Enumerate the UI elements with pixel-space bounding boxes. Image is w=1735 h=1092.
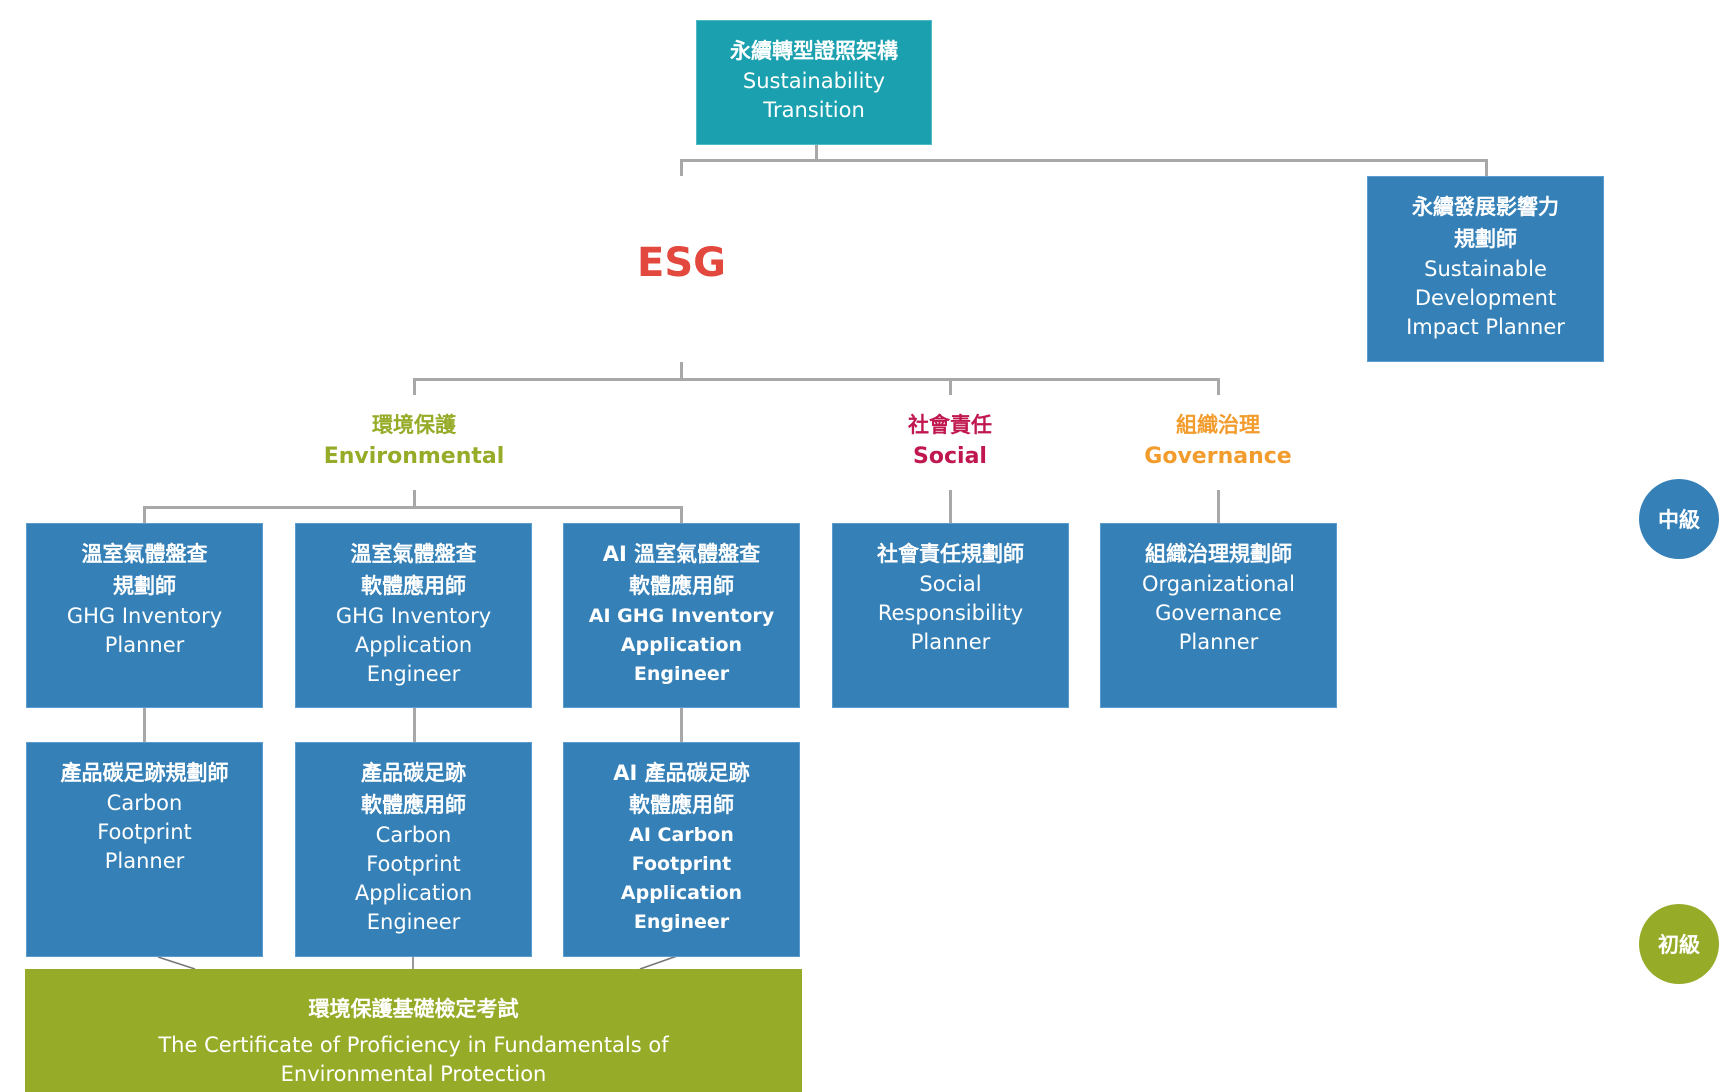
int2-en-3: Engineer [633,663,730,685]
connector-sdip-drop [1485,159,1488,176]
sdip-zh-1: 永續發展影響力 [1412,195,1559,219]
int0-zh-1: 溫室氣體盤查 [81,542,208,566]
int3-zh-1: 社會責任規劃師 [877,542,1024,566]
beg0-en-3: Planner [104,849,185,873]
connector-col3-mid [680,707,683,742]
beg2-en-4: Engineer [633,911,730,933]
connector-env-col1-drop [143,506,146,523]
beg0-en-2: Footprint [97,820,192,844]
int1-en-1: GHG Inventory [335,604,492,628]
organizational-governance-planner-box: 組織治理規劃師 Organizational Governance Planne… [1100,523,1337,708]
category-social-zh: 社會責任 [908,413,992,437]
int3-en-2: Responsibility [877,601,1024,625]
level-beginner-badge: 初級 [1639,904,1719,984]
connector-top-bar [680,159,1488,162]
category-environmental-en: Environmental [323,444,505,469]
int3-en-3: Planner [910,630,991,654]
beg1-en-3: Application [354,881,473,905]
foundation-exam-box: 環境保護基礎檢定考試 The Certificate of Proficienc… [25,969,802,1092]
social-responsibility-planner-box: 社會責任規劃師 Social Responsibility Planner [832,523,1069,708]
sustainable-development-impact-planner-box: 永續發展影響力 規劃師 Sustainable Development Impa… [1367,176,1604,362]
int2-zh-2: 軟體應用師 [629,574,734,598]
category-social: 社會責任 Social [830,409,1070,473]
category-social-en: Social [913,444,987,469]
connector-env-bar [143,506,683,509]
beg2-zh-1: AI 產品碳足跡 [613,761,750,785]
category-environmental-zh: 環境保護 [372,413,456,437]
level-intermediate-badge: 中級 [1639,479,1719,559]
beg0-zh-1: 產品碳足跡規劃師 [60,761,229,785]
root-sustainability-transition-box: 永續轉型證照架構 Sustainability Transition [696,20,932,145]
int0-en-1: GHG Inventory [66,604,223,628]
beg2-en-2: Footprint [631,853,732,875]
connector-col2-mid [413,707,416,742]
beg2-en-1: AI Carbon [629,824,734,846]
int2-en-2: Application [620,634,743,656]
connector-env-col3-drop [680,506,683,523]
root-en-1: Sustainability [742,69,886,93]
ai-ghg-inventory-application-engineer-box: AI 溫室氣體盤查 軟體應用師 AI GHG Inventory Applica… [563,523,800,708]
sdip-en-1: Sustainable [1424,257,1547,281]
connector-esg-bar [413,378,1220,381]
carbon-footprint-application-engineer-box: 產品碳足跡 軟體應用師 Carbon Footprint Application… [295,742,532,957]
int4-en-3: Planner [1178,630,1259,654]
beg1-zh-2: 軟體應用師 [361,793,466,817]
category-environmental: 環境保護 Environmental [294,409,534,473]
beg0-en-1: Carbon [106,791,183,815]
connector-env-stem [413,490,416,508]
ghg-inventory-application-engineer-box: 溫室氣體盤查 軟體應用師 GHG Inventory Application E… [295,523,532,708]
foundation-en-1: The Certificate of Proficiency in Fundam… [158,1033,669,1057]
int2-en-1: AI GHG Inventory [588,605,775,627]
int1-zh-1: 溫室氣體盤查 [350,542,477,566]
esg-label: ESG [637,240,726,286]
root-zh: 永續轉型證照架構 [730,39,898,63]
sdip-zh-2: 規劃師 [1454,227,1517,251]
sdip-en-3: Impact Planner [1406,315,1565,339]
int1-en-3: Engineer [366,662,461,686]
sdip-en-2: Development [1414,286,1557,310]
root-en-2: Transition [763,98,865,122]
connector-social-drop [949,378,952,395]
beg1-zh-1: 產品碳足跡 [361,761,466,785]
connector-col1-mid [143,707,146,742]
ghg-inventory-planner-box: 溫室氣體盤查 規劃師 GHG Inventory Planner [26,523,263,708]
int4-en-1: Organizational [1142,572,1295,596]
int1-zh-2: 軟體應用師 [361,574,466,598]
connector-foundation-left [157,956,196,970]
beg2-zh-2: 軟體應用師 [629,793,734,817]
int2-zh-1: AI 溫室氣體盤查 [602,542,761,566]
beg1-en-1: Carbon [375,823,452,847]
category-governance: 組織治理 Governance [1098,409,1338,473]
int4-en-2: Governance [1155,601,1282,625]
int3-en-1: Social [919,572,982,596]
beg1-en-4: Engineer [366,910,461,934]
connector-env-drop [413,378,416,395]
connector-social-stem [949,490,952,523]
connector-root-stem [815,145,818,162]
ai-carbon-footprint-application-engineer-box: AI 產品碳足跡 軟體應用師 AI Carbon Footprint Appli… [563,742,800,957]
int0-zh-2: 規劃師 [113,574,176,598]
int1-en-2: Application [354,633,473,657]
connector-esg-drop [680,159,683,176]
connector-esg-stem [680,362,683,380]
beg2-en-3: Application [620,882,743,904]
foundation-zh: 環境保護基礎檢定考試 [308,997,519,1021]
int4-zh-1: 組織治理規劃師 [1145,542,1292,566]
category-governance-zh: 組織治理 [1176,413,1260,437]
int0-en-2: Planner [104,633,185,657]
beg1-en-2: Footprint [366,852,461,876]
connector-foundation-right [639,954,681,970]
foundation-en-2: Environmental Protection [280,1062,547,1086]
connector-gov-drop [1217,378,1220,395]
carbon-footprint-planner-box: 產品碳足跡規劃師 Carbon Footprint Planner [26,742,263,957]
connector-gov-stem [1217,490,1220,523]
category-governance-en: Governance [1144,444,1292,469]
